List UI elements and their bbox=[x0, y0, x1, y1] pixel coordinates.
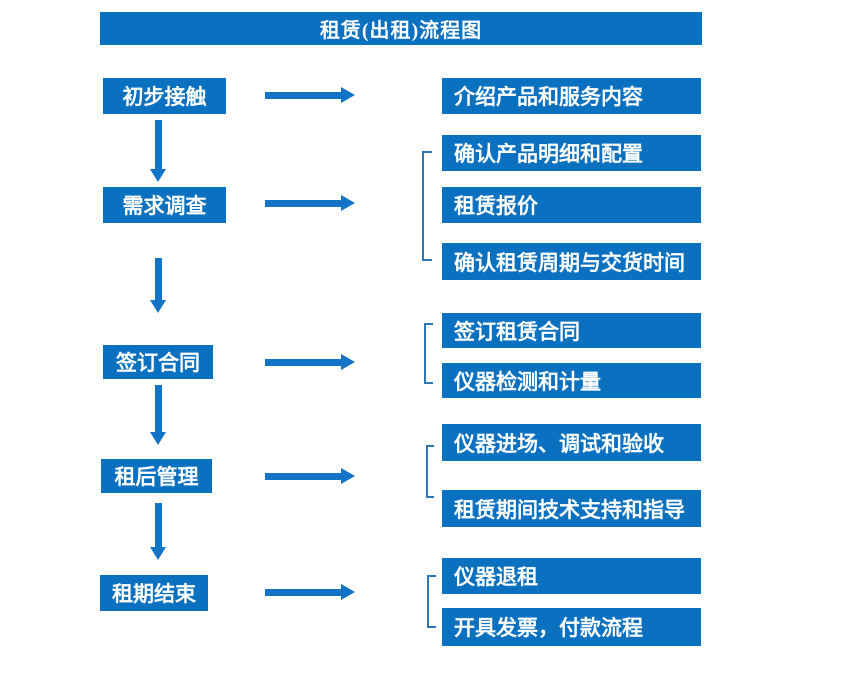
right-arrow-icon-step2 bbox=[265, 195, 355, 211]
bracket-demand-survey-group bbox=[422, 151, 432, 261]
detail-box-introduce-products: 介绍产品和服务内容 bbox=[442, 78, 701, 114]
down-arrow-icon-step4-step5 bbox=[150, 503, 166, 560]
right-arrow-icon-step3 bbox=[265, 354, 355, 370]
step-box-sign-contract: 签订合同 bbox=[103, 345, 213, 379]
bracket-lease-end-group bbox=[427, 575, 436, 628]
detail-box-instrument-return: 仪器退租 bbox=[442, 558, 701, 594]
bracket-sign-contract-group bbox=[424, 323, 433, 384]
right-arrow-icon-step4 bbox=[265, 468, 355, 484]
detail-box-instrument-inspection: 仪器检测和计量 bbox=[442, 363, 701, 398]
bracket-post-rental-group bbox=[426, 445, 434, 498]
down-arrow-icon-step3-step4 bbox=[150, 385, 166, 445]
detail-box-sign-rental-contract: 签订租赁合同 bbox=[442, 313, 701, 348]
detail-box-rental-quote: 租赁报价 bbox=[442, 187, 701, 223]
down-arrow-icon-step2-step3 bbox=[150, 258, 166, 313]
flowchart-title: 租赁(出租)流程图 bbox=[100, 12, 702, 45]
detail-box-confirm-product-details: 确认产品明细和配置 bbox=[442, 135, 701, 171]
step-box-lease-end: 租期结束 bbox=[100, 575, 208, 611]
detail-box-instrument-setup: 仪器进场、调试和验收 bbox=[442, 424, 701, 461]
right-arrow-icon-step5 bbox=[265, 584, 355, 600]
step-box-demand-survey: 需求调查 bbox=[103, 187, 226, 223]
right-arrow-icon-step1 bbox=[265, 87, 355, 103]
step-box-initial-contact: 初步接触 bbox=[103, 78, 226, 114]
detail-box-invoice-payment: 开具发票，付款流程 bbox=[442, 608, 701, 646]
detail-box-confirm-rental-period: 确认租赁周期与交货时间 bbox=[442, 243, 701, 280]
detail-box-technical-support: 租赁期间技术支持和指导 bbox=[442, 490, 701, 527]
down-arrow-icon-step1-step2 bbox=[150, 120, 166, 182]
step-box-post-rental-management: 租后管理 bbox=[101, 459, 212, 493]
